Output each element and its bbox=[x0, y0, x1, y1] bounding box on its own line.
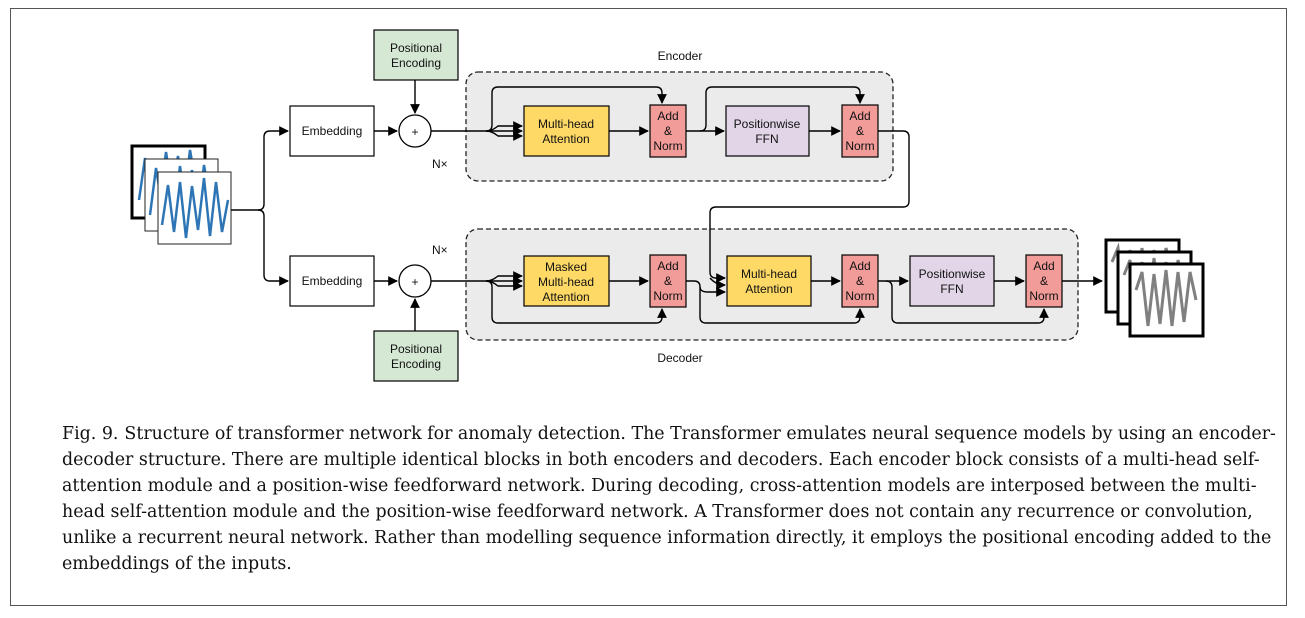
decoder-add-norm-1-box bbox=[649, 254, 687, 308]
encoder-positionwise-ffn-box bbox=[725, 105, 810, 157]
input-series-line-3 bbox=[160, 177, 230, 239]
figure-frame bbox=[10, 8, 1287, 606]
decoder-positional-encoding-line-2: Encoding bbox=[391, 357, 441, 371]
encoder-add-norm-1-line-2: & bbox=[664, 124, 672, 138]
decoder-ffn-line-1: Positionwise bbox=[919, 267, 986, 281]
decoder-add-norm-3-line-3: Norm bbox=[1029, 289, 1058, 303]
encoder-add-norm-1-box bbox=[649, 104, 687, 158]
decoder-add-norm-2-line-2: & bbox=[856, 274, 864, 288]
encoder-plus-symbol: + bbox=[411, 125, 418, 139]
encoder-add-norm-2-box bbox=[841, 104, 879, 158]
decoder-embedding-box bbox=[289, 255, 375, 307]
input-branch-line bbox=[231, 126, 289, 211]
encoder-label: Encoder bbox=[658, 49, 703, 63]
decoder-ffn-line-2: FFN bbox=[940, 282, 963, 296]
decoder-masked-attention-box bbox=[523, 255, 610, 307]
figure-caption: Fig. 9.Structure of transformer network … bbox=[62, 421, 1280, 577]
decoder-add-norm-3-box bbox=[1025, 254, 1063, 308]
decoder-connections bbox=[431, 271, 1103, 324]
decoder-cross-attention-line-2: Attention bbox=[745, 282, 792, 296]
decoder-add-norm-1-line-1: Add bbox=[657, 259, 678, 273]
encoder-ffn-line-1: Positionwise bbox=[734, 117, 801, 131]
encoder-connections bbox=[431, 86, 910, 283]
decoder-add-norm-3-line-2: & bbox=[1040, 274, 1048, 288]
encoder-positional-encoding-line-1: Positional bbox=[390, 41, 442, 55]
decoder-add-norm-2-line-1: Add bbox=[849, 259, 870, 273]
decoder-masked-line-2: Multi-head bbox=[538, 275, 594, 289]
decoder-add-norm-2-box bbox=[841, 254, 879, 308]
encoder-mha-line-1: Multi-head bbox=[538, 117, 594, 131]
decoder-plus-symbol: + bbox=[411, 275, 418, 289]
decoder-label: Decoder bbox=[657, 351, 702, 365]
encoder-positional-encoding-box bbox=[373, 29, 459, 81]
encoder-multi-head-attention-box bbox=[523, 105, 610, 157]
encoder-embedding-label: Embedding bbox=[302, 124, 363, 138]
encoder-embedding-box bbox=[289, 105, 375, 157]
encoder-add-norm-2-line-3: Norm bbox=[845, 139, 874, 153]
decoder-positional-encoding-line-1: Positional bbox=[390, 342, 442, 356]
caption-text: Structure of transformer network for ano… bbox=[62, 424, 1276, 574]
encoder-repeat-label: N× bbox=[432, 157, 448, 171]
decoder-masked-line-1: Masked bbox=[545, 260, 587, 274]
encoder-add-norm-2-line-1: Add bbox=[849, 109, 870, 123]
decoder-repeat-label: N× bbox=[432, 243, 448, 257]
decoder-add-norm-1-line-3: Norm bbox=[653, 289, 682, 303]
output-series-stack bbox=[1104, 238, 1205, 338]
encoder-add-norm-1-line-3: Norm bbox=[653, 139, 682, 153]
decoder-add-norm-1-line-2: & bbox=[664, 274, 672, 288]
output-series-line-3 bbox=[1134, 269, 1198, 327]
decoder-embedding-label: Embedding bbox=[302, 274, 363, 288]
decoder-cross-attention-box bbox=[726, 255, 812, 307]
decoder-positional-encoding-box bbox=[373, 330, 459, 382]
encoder-positional-encoding-line-2: Encoding bbox=[391, 56, 441, 70]
encoder-ffn-line-2: FFN bbox=[755, 132, 778, 146]
decoder-cross-attention-line-1: Multi-head bbox=[741, 267, 797, 281]
encoder-add-norm-1-line-1: Add bbox=[657, 109, 678, 123]
figure-number: Fig. 9. bbox=[62, 424, 119, 444]
decoder-add-norm-3-line-1: Add bbox=[1033, 259, 1054, 273]
encoder-add-norm-2-line-2: & bbox=[856, 124, 864, 138]
decoder-add-norm-2-line-3: Norm bbox=[845, 289, 874, 303]
input-branch-line-lower bbox=[257, 209, 289, 286]
decoder-masked-line-3: Attention bbox=[542, 290, 589, 304]
encoder-mha-line-2: Attention bbox=[542, 132, 589, 146]
decoder-positionwise-ffn-box bbox=[909, 255, 995, 307]
transformer-diagram: Encoder Decoder N× N× Embedding Embeddin… bbox=[130, 29, 1205, 382]
input-series-stack bbox=[130, 144, 232, 245]
